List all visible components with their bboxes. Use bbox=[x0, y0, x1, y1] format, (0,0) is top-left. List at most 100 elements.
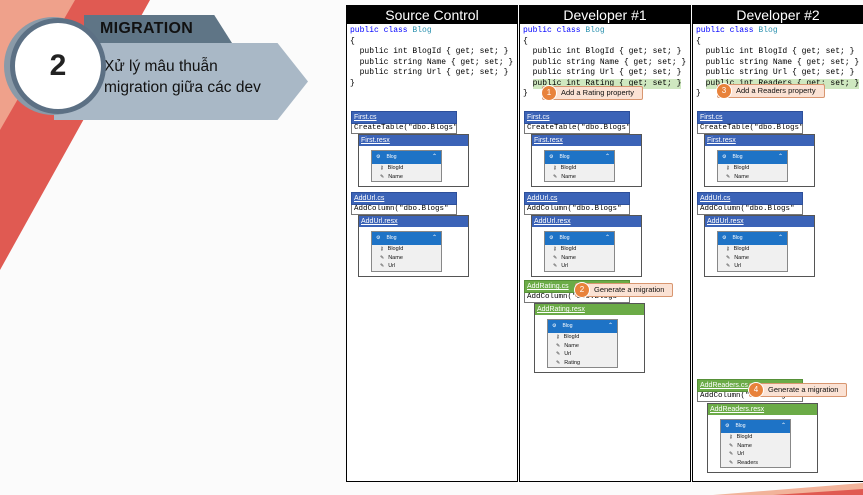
wrench-icon: ✎ bbox=[729, 459, 734, 466]
migration-file-first-cs[interactable]: First.cs CreateTable("dbo.Blogs" bbox=[524, 111, 630, 134]
column-developer-2: Developer #2 public class Blog { public … bbox=[692, 5, 863, 482]
file-code: CreateTable("dbo.Blogs" bbox=[351, 124, 457, 134]
code-type: Blog bbox=[758, 26, 778, 35]
key-icon: ⚷ bbox=[556, 334, 560, 340]
file-tab[interactable]: AddUrl.cs bbox=[351, 192, 457, 205]
file-code: AddColumn("dbo.Blogs" bbox=[351, 205, 457, 215]
entity-prop: ✎Rating bbox=[556, 359, 581, 366]
file-code: CreateTable("dbo.Blogs" bbox=[524, 124, 630, 134]
code-block: public class Blog { public int BlogId { … bbox=[347, 24, 517, 89]
entity-name: Blog bbox=[386, 154, 397, 160]
entity-prop: ✎Name bbox=[726, 254, 749, 261]
file-tab[interactable]: First.cs bbox=[697, 111, 803, 124]
code-brace: { bbox=[350, 36, 355, 46]
entity-icon: ⚙ bbox=[725, 423, 730, 429]
callout-text: Generate a migration bbox=[594, 285, 665, 294]
entity-diagram: ⚙Blog⌃ ⚷BlogId ✎Name bbox=[544, 150, 615, 182]
file-tab[interactable]: AddReaders.resx bbox=[708, 404, 817, 415]
wrench-icon: ✎ bbox=[380, 254, 385, 261]
entity-icon: ⚙ bbox=[549, 154, 554, 160]
file-tab[interactable]: AddRating.resx bbox=[535, 304, 644, 315]
key-icon: ⚷ bbox=[726, 246, 730, 252]
migration-file-addurl-cs[interactable]: AddUrl.cs AddColumn("dbo.Blogs" bbox=[697, 192, 803, 215]
code-keyword: public class bbox=[696, 26, 754, 35]
entity-diagram: ⚙Blog⌃ ⚷BlogId ✎Name bbox=[371, 150, 442, 182]
entity-prop: ✎Name bbox=[380, 254, 403, 261]
code-line-added: public int Rating { get; set; } bbox=[532, 78, 682, 89]
resx-addrating[interactable]: AddRating.resx ⚙Blog⌃ ⚷BlogId ✎Name ✎Url… bbox=[534, 303, 645, 373]
wrench-icon: ✎ bbox=[380, 263, 385, 269]
file-tab[interactable]: First.cs bbox=[524, 111, 630, 124]
column-developer-1: Developer #1 public class Blog { public … bbox=[519, 5, 691, 482]
code-type: Blog bbox=[412, 26, 432, 35]
migration-file-first-cs[interactable]: First.cs CreateTable("dbo.Blogs" bbox=[351, 111, 457, 134]
resx-first[interactable]: First.resx ⚙Blog⌃ ⚷BlogId ✎Name bbox=[704, 134, 815, 187]
collapse-icon: ⌃ bbox=[780, 423, 786, 429]
file-tab[interactable]: First.cs bbox=[351, 111, 457, 124]
entity-diagram: ⚙Blog⌃ ⚷BlogId ✎Name ✎Url bbox=[371, 231, 442, 272]
entity-name: Blog bbox=[559, 235, 570, 241]
migration-file-first-cs[interactable]: First.cs CreateTable("dbo.Blogs" bbox=[697, 111, 803, 134]
column-title: Source Control bbox=[347, 6, 517, 24]
entity-prop: ⚷BlogId bbox=[553, 165, 577, 171]
wrench-icon: ✎ bbox=[726, 254, 731, 261]
resx-addreaders[interactable]: AddReaders.resx ⚙Blog⌃ ⚷BlogId ✎Name ✎Ur… bbox=[707, 403, 818, 473]
resx-first[interactable]: First.resx ⚙Blog⌃ ⚷BlogId ✎Name bbox=[358, 134, 469, 187]
entity-name: Blog bbox=[732, 235, 743, 241]
file-tab[interactable]: First.resx bbox=[359, 135, 468, 146]
collapse-icon: ⌃ bbox=[431, 154, 437, 160]
resx-addurl[interactable]: AddUrl.resx ⚙Blog⌃ ⚷BlogId ✎Name ✎Url bbox=[358, 215, 469, 277]
entity-prop: ✎Url bbox=[726, 263, 742, 269]
code-line: public int BlogId { get; set; } bbox=[705, 47, 855, 56]
callout-text: Add a Rating property bbox=[561, 88, 634, 97]
code-keyword: public class bbox=[350, 26, 408, 35]
code-line: public string Name { get; set; } bbox=[532, 57, 687, 67]
file-tab[interactable]: AddUrl.resx bbox=[532, 216, 641, 227]
collapse-icon: ⌃ bbox=[777, 154, 783, 160]
entity-prop: ✎Url bbox=[556, 351, 572, 357]
callout-number: 3 bbox=[716, 83, 732, 99]
entity-icon: ⚙ bbox=[376, 235, 381, 241]
migration-file-addurl-cs[interactable]: AddUrl.cs AddColumn("dbo.Blogs" bbox=[524, 192, 630, 215]
code-brace: { bbox=[696, 36, 701, 46]
entity-prop: ✎Name bbox=[380, 173, 403, 180]
key-icon: ⚷ bbox=[380, 246, 384, 252]
file-tab[interactable]: First.resx bbox=[532, 135, 641, 146]
code-line: public string Url { get; set; } bbox=[359, 68, 509, 77]
entity-icon: ⚙ bbox=[722, 154, 727, 160]
resx-first[interactable]: First.resx ⚙Blog⌃ ⚷BlogId ✎Name bbox=[531, 134, 642, 187]
entity-diagram: ⚙Blog⌃ ⚷BlogId ✎Name ✎Url ✎Readers bbox=[720, 419, 791, 468]
resx-addurl[interactable]: AddUrl.resx ⚙Blog⌃ ⚷BlogId ✎Name ✎Url bbox=[704, 215, 815, 277]
resx-addurl[interactable]: AddUrl.resx ⚙Blog⌃ ⚷BlogId ✎Name ✎Url bbox=[531, 215, 642, 277]
collapse-icon: ⌃ bbox=[604, 235, 610, 241]
key-icon: ⚷ bbox=[729, 434, 733, 440]
file-tab[interactable]: AddUrl.resx bbox=[359, 216, 468, 227]
migration-file-addurl-cs[interactable]: AddUrl.cs AddColumn("dbo.Blogs" bbox=[351, 192, 457, 215]
file-tab[interactable]: AddUrl.cs bbox=[524, 192, 630, 205]
file-tab[interactable]: First.resx bbox=[705, 135, 814, 146]
code-line: public int BlogId { get; set; } bbox=[532, 47, 682, 56]
title-banner bbox=[84, 15, 232, 43]
wrench-icon: ✎ bbox=[726, 173, 731, 180]
entity-diagram: ⚙Blog⌃ ⚷BlogId ✎Name ✎Url bbox=[544, 231, 615, 272]
entity-icon: ⚙ bbox=[722, 235, 727, 241]
step-badge: 2 bbox=[10, 18, 106, 114]
entity-prop: ⚷BlogId bbox=[380, 165, 404, 171]
code-type: Blog bbox=[585, 26, 605, 35]
entity-prop: ✎Name bbox=[553, 254, 576, 261]
wrench-icon: ✎ bbox=[553, 254, 558, 261]
code-line: public int BlogId { get; set; } bbox=[359, 47, 509, 56]
entity-prop: ⚷BlogId bbox=[553, 246, 577, 252]
entity-prop: ⚷BlogId bbox=[556, 334, 580, 340]
file-tab[interactable]: AddUrl.cs bbox=[697, 192, 803, 205]
file-tab[interactable]: AddUrl.resx bbox=[705, 216, 814, 227]
entity-prop: ✎Url bbox=[380, 263, 396, 269]
entity-diagram: ⚙Blog⌃ ⚷BlogId ✎Name ✎Url ✎Rating bbox=[547, 319, 618, 368]
entity-prop: ✎Name bbox=[556, 342, 579, 349]
collapse-icon: ⌃ bbox=[777, 235, 783, 241]
entity-diagram: ⚙Blog⌃ ⚷BlogId ✎Name ✎Url bbox=[717, 231, 788, 272]
entity-prop: ✎Url bbox=[729, 451, 745, 457]
code-brace: } bbox=[523, 89, 528, 98]
file-code: AddColumn("dbo.Blogs" bbox=[697, 392, 803, 402]
wrench-icon: ✎ bbox=[556, 342, 561, 349]
